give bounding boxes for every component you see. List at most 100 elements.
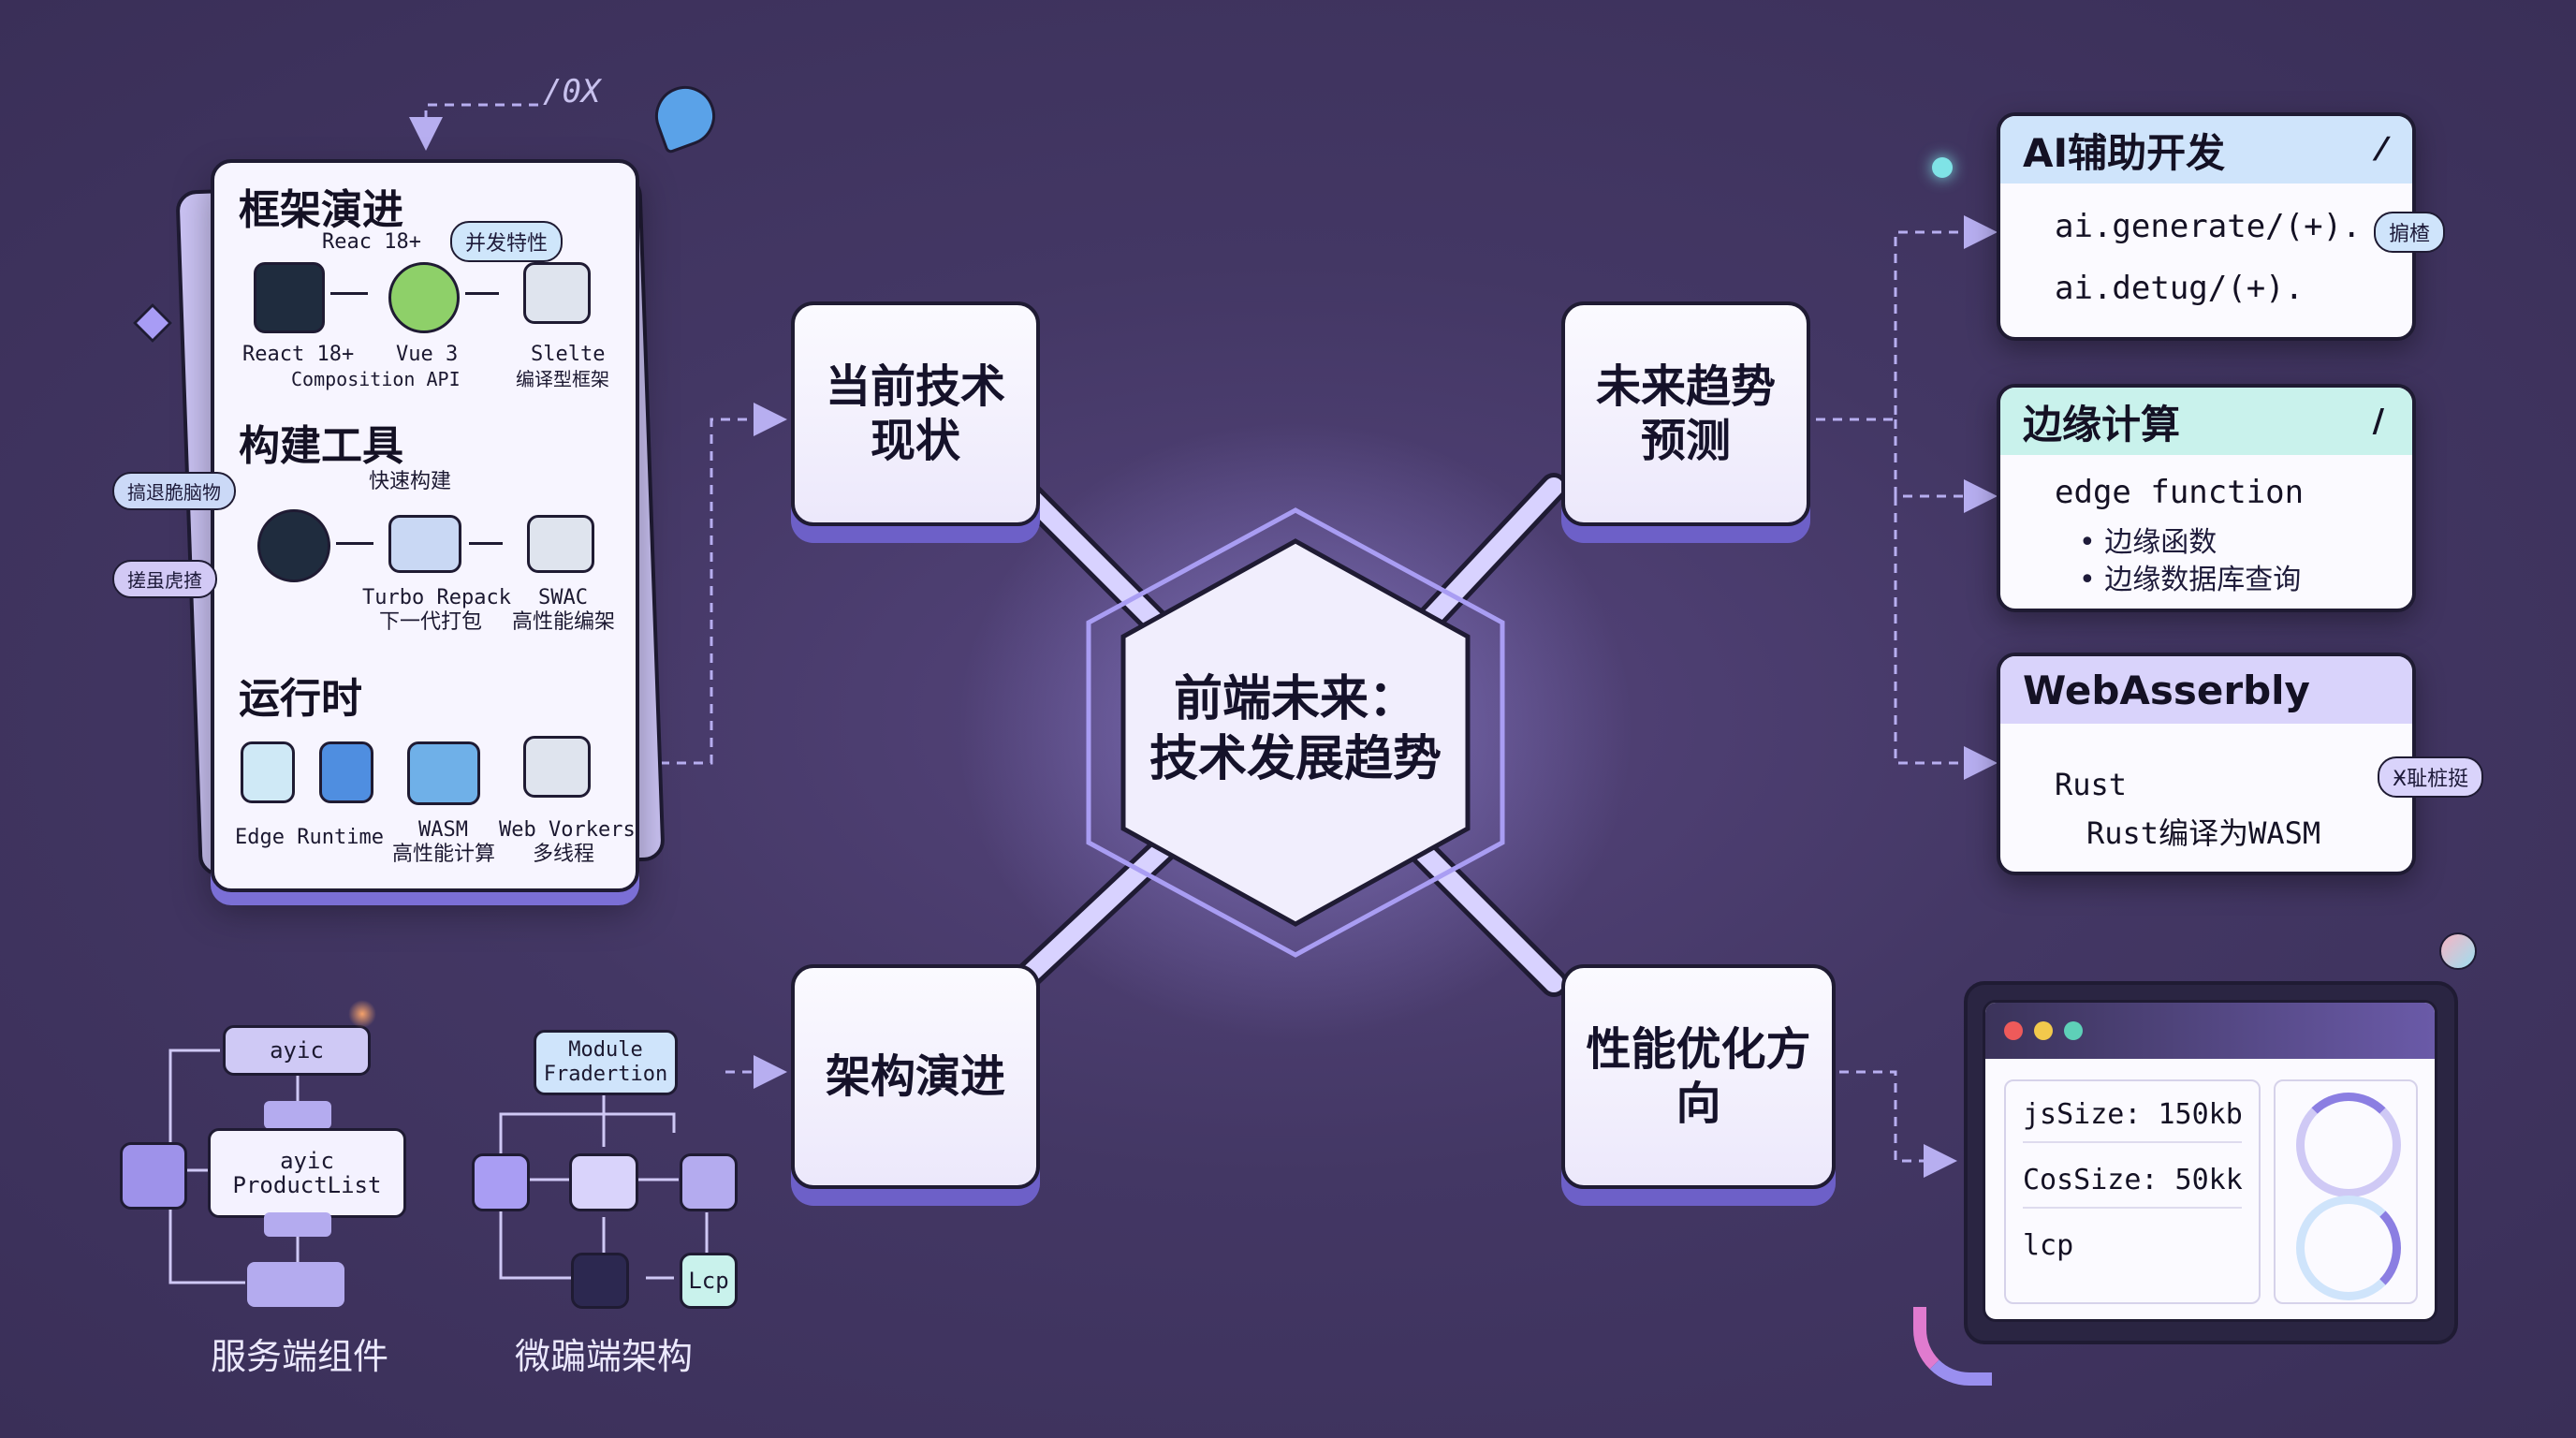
pin-icon [120,1142,187,1210]
wasm-side-tag: Ӿ耻桩挺 [2378,756,2484,798]
topic-performance-line1: 性能优化方向 [1586,1023,1811,1130]
ayic-productlist-node: ayic ProductList [208,1128,406,1218]
metric-js-size: jsSize: 150kb [2023,1098,2243,1131]
topic-current-line2: 现状 [870,415,960,467]
arrow-vue-svelte [465,292,499,295]
topic-architecture[interactable]: 架构演进 [791,964,1040,1189]
server-output-block [247,1262,344,1307]
concurrent-badge: 并发特性 [450,221,564,262]
module-federation-node: Module Fradertion [534,1030,678,1095]
side-tag-2: 搓虽虎揸 [112,560,217,598]
swc-monitor-icon [527,515,594,573]
arrow-turbo-swc [469,542,503,545]
webassembly-card: WebAsserbly Rust Rust编译为WASM [1997,653,2416,875]
svelte-label: Slelte [531,343,606,366]
side-tag-1: 搞退脆脑物 [112,472,236,510]
gauge-panel [2274,1079,2418,1304]
vue-label: Vue 3 [396,343,459,366]
ai-edit-icon: ⁄ [2378,131,2384,169]
topic-future-line1: 未来趋势 [1595,360,1776,413]
swc-sub-label: 高性能编架 [512,610,616,634]
metric-lcp: lcp [2023,1229,2074,1262]
topic-future-trends[interactable]: 未来趋势 预测 [1561,301,1810,526]
topic-current-status[interactable]: 当前技术 现状 [791,301,1040,526]
metric-divider-2 [2023,1207,2242,1209]
wasm-code-line2: Rust编译为WASM [2086,815,2321,851]
edge-doc-blue-icon [319,741,373,803]
ai-code-line2: ai.detug/(+). [2055,270,2305,307]
ayic-bottom-connector [264,1212,331,1237]
fast-build-label: 快速构建 [369,470,452,493]
arrow-build-turbo [336,542,373,545]
react-label: React 18+ [242,343,355,366]
build-title: 构建工具 [239,422,403,470]
topic-performance[interactable]: 性能优化方向 [1561,964,1836,1189]
topic-current-line1: 当前技术 [825,360,1005,413]
micro-slash-icon [571,1253,629,1309]
ai-code-line1: ai.generate/(+). [2055,208,2362,245]
arrow-react-vue [330,292,368,295]
ai-card-title: AI辅助开发 [2023,129,2226,176]
runtime-title: 运行时 [239,675,362,723]
ayic-main-line2: ProductList [232,1172,382,1198]
edge-card-header: 边缘计算 / [2000,388,2412,455]
spark-deco [348,1000,376,1028]
edge-card-title: 边缘计算 [2023,401,2181,448]
ayic-main-line1: ayic [280,1148,334,1174]
micro-frontend-caption: 微蹁端架构 [514,1336,693,1377]
edge-code: edge function [2055,474,2305,511]
window-maximize-dot[interactable] [2064,1021,2083,1040]
center-title: 前端未来： 技术发展趋势 [1123,669,1468,789]
wasm-card-title: WebAsserbly [2023,667,2310,713]
wasm-card-header: WebAsserbly [2000,656,2412,724]
wasm-sub-label: 高性能计算 [392,843,496,866]
turbo-monitor-icon [388,515,461,573]
server-components-caption: 服务端组件 [210,1336,388,1377]
module-line2: Fradertion [543,1063,668,1086]
wasm-code-line1: Rust [2055,767,2128,802]
center-title-line2: 技术发展趋势 [1149,731,1442,787]
framework-react-top: Reac 18+ [322,230,421,254]
micro-node-center-icon [569,1153,638,1211]
perf-window: jsSize: 150kb CosSize: 50kk lcp [1983,1000,2437,1322]
edge-doc-icon [241,741,295,803]
ai-card-header: AI辅助开发 ⁄ [2000,116,2412,183]
wasm-label: WASM [418,818,468,842]
window-close-dot[interactable] [2004,1021,2023,1040]
glow-dot [1932,157,1953,178]
metrics-panel: jsSize: 150kb CosSize: 50kk lcp [2004,1079,2261,1304]
topic-architecture-line1: 架构演进 [825,1050,1005,1103]
edge-bullet-2: • 边缘数据库查询 [2079,564,2302,596]
framework-title: 框架演进 [239,186,403,234]
react-icon [254,262,325,333]
center-title-line1: 前端未来： [1173,671,1417,727]
ayic-connector-block [264,1101,331,1129]
ai-side-tag: 掮楂 [2374,212,2446,253]
metric-css-size: CosSize: 50kk [2023,1164,2243,1196]
edge-edit-icon: / [2372,403,2384,440]
wasm-icon [407,741,480,805]
deco-text: /0X [543,73,601,110]
window-minimize-dot[interactable] [2034,1021,2053,1040]
ai-assist-card: AI辅助开发 ⁄ ai.generate/(+). ai.detug/(+). [1997,112,2416,341]
gauge-1-icon [2296,1093,2401,1197]
vue-icon [388,262,460,333]
turbo-sub-label: 下一代打包 [379,610,483,634]
vue-sub-label: Composition API [291,368,461,390]
build-tool-icon [257,509,330,582]
metric-divider-1 [2023,1141,2242,1143]
lcp-node: Lcp [680,1253,738,1309]
edge-bullet-1: • 边缘函数 [2079,526,2217,559]
edge-computing-card: 边缘计算 / edge function • 边缘函数 • 边缘数据库查询 [1997,384,2416,612]
edge-bullet-2-text: 边缘数据库查询 [2104,564,2302,596]
left-card: 框架演进 Reac 18+ 并发特性 React 18+ Vue 3 Compo… [211,159,639,892]
micro-link-icon [680,1153,738,1211]
micro-node-left [472,1153,530,1211]
swc-label: SWAC [538,586,588,609]
topic-future-line2: 预测 [1640,415,1731,467]
edge-bullet-1-text: 边缘函数 [2104,526,2217,559]
module-line1: Module [568,1038,643,1062]
workers-label: Web Vorkers [499,818,636,842]
svelte-monitor-icon [523,262,591,324]
